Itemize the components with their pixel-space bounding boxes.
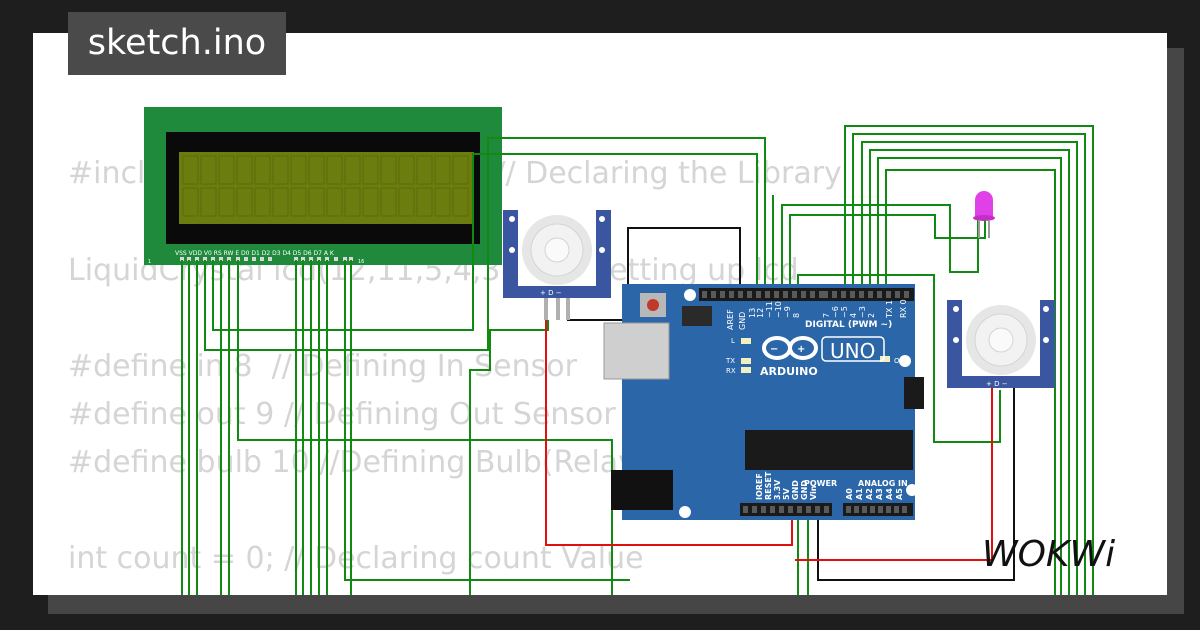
pir-sensor-out[interactable]: + D −	[947, 300, 1055, 388]
digital-pin-label: 8	[792, 313, 801, 318]
power-pin-label: Vin	[809, 485, 818, 500]
model-label: UNO	[830, 339, 875, 363]
code-line-3: #define in 8 // Defining In Sensor	[68, 349, 577, 384]
power-pin-label: RESET	[764, 471, 773, 500]
svg-text:−: −	[770, 344, 778, 355]
on-label: ON	[894, 357, 905, 365]
rx-label: RX	[726, 367, 736, 375]
digital-pin-label: 7	[822, 313, 831, 318]
analog-pin-label: A0	[845, 488, 854, 500]
power-pin-label: 5V	[782, 487, 791, 500]
digital-pin-label: ~5	[840, 306, 849, 318]
pir-in-pin-labels: + D −	[540, 289, 562, 297]
power-pin-label: IOREF	[755, 473, 764, 500]
wokwi-watermark: WOKWi	[982, 534, 1115, 575]
digital-pin-label: TX 1	[885, 300, 894, 319]
power-pin-label: GND	[791, 480, 800, 500]
l-led-label: L	[731, 337, 735, 345]
brand-label: ARDUINO	[760, 365, 818, 378]
digital-pin-label: ~10	[774, 301, 783, 318]
lcd-display[interactable]: VSS VDD V0 RS RW E D0 D1 D2 D3 D4 D5 D6 …	[144, 107, 502, 265]
digital-pin-label: RX 0	[899, 299, 908, 318]
led[interactable]	[973, 191, 995, 238]
digital-pin-label: ~9	[783, 306, 792, 318]
code-line-4: #define out 9 // Defining Out Sensor	[68, 397, 616, 432]
digital-pin-label: 13	[748, 308, 757, 318]
power-pin-label: GND	[800, 480, 809, 500]
digital-pin-label: ~11	[765, 301, 774, 318]
tx-label: TX	[725, 357, 735, 365]
wires-green	[181, 125, 1094, 595]
digital-pin-label: 2	[867, 313, 876, 318]
analog-pin-label: A4	[885, 488, 894, 500]
arduino-logo-icon	[762, 336, 818, 360]
digital-pin-label: ~6	[831, 306, 840, 318]
analog-pin-label: A2	[865, 488, 874, 500]
digital-label: DIGITAL (PWM ~)	[805, 320, 892, 330]
lcd-pin-last: 16	[358, 259, 364, 265]
gnd-label: GND	[738, 312, 747, 330]
project-title[interactable]: sketch.ino	[68, 12, 286, 75]
wokwi-logo: WOKWi	[982, 534, 1115, 575]
digital-pin-label: 12	[756, 308, 765, 318]
pir-sensor-in[interactable]: + D −	[503, 210, 611, 320]
analog-pin-label: A3	[875, 488, 884, 500]
aref-label: AREF	[726, 309, 735, 330]
analog-pin-label: A5	[895, 488, 904, 500]
power-label: POWER	[804, 479, 837, 488]
analog-label: ANALOG IN	[858, 479, 908, 488]
power-pin-label: 3.3V	[773, 479, 782, 500]
analog-pin-label: A1	[855, 488, 864, 500]
lcd-pin-first: 1	[148, 259, 151, 265]
svg-text:+: +	[797, 344, 805, 355]
wires-red	[545, 298, 993, 561]
pir-out-pin-labels: + D −	[986, 380, 1008, 388]
code-line-6: int count = 0; // Declaring count Value	[68, 541, 644, 576]
digital-pin-label: 4	[849, 313, 858, 318]
lcd-pin-labels: VSS VDD V0 RS RW E D0 D1 D2 D3 D4 D5 D6 …	[175, 250, 335, 257]
digital-pin-label: ~3	[858, 306, 867, 318]
